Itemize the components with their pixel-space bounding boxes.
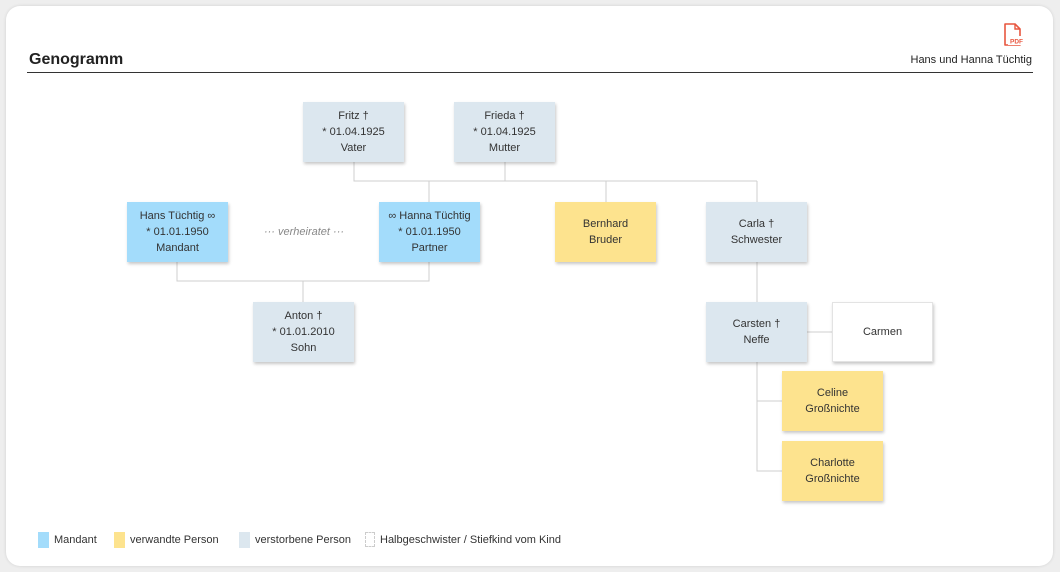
- person-relation: Mandant: [156, 242, 199, 254]
- title-divider: [27, 72, 1033, 73]
- legend-item-half: Halbgeschwister / Stiefkind vom Kind: [365, 532, 561, 547]
- marriage-label: ··· verheiratet ···: [263, 226, 345, 238]
- person-birthdate: * 01.04.1925: [473, 126, 536, 138]
- person-name: Carmen: [862, 326, 903, 338]
- legend-label: verwandte Person: [130, 534, 219, 546]
- legend-item-related: verwandte Person: [114, 532, 219, 548]
- person-relation: Neffe: [743, 334, 770, 346]
- person-birthdate: * 01.04.1925: [322, 126, 385, 138]
- person-name: Fritz †: [338, 110, 369, 122]
- person-relation: Schwester: [730, 234, 783, 246]
- person-name: Charlotte: [810, 457, 855, 469]
- person-birthdate: * 01.01.1950: [146, 226, 209, 238]
- legend-swatch-related: [114, 532, 125, 548]
- person-charlotte[interactable]: Charlotte Großnichte: [782, 441, 883, 501]
- pdf-file-icon: PDF: [1004, 23, 1025, 46]
- person-frieda[interactable]: Frieda † * 01.04.1925 Mutter: [454, 102, 555, 162]
- person-relation: Großnichte: [805, 473, 860, 485]
- page-title: Genogramm: [29, 51, 124, 68]
- legend-label: Mandant: [54, 534, 97, 546]
- person-name: Hans Tüchtig ∞: [139, 210, 216, 222]
- person-birthdate: * 01.01.1950: [398, 226, 461, 238]
- couple-bar: [176, 262, 430, 282]
- person-bernhard[interactable]: Bernhard Bruder: [555, 202, 656, 262]
- person-hanna[interactable]: ∞ Hanna Tüchtig * 01.01.1950 Partner: [379, 202, 480, 262]
- legend-item-deceased: verstorbene Person: [239, 532, 351, 548]
- person-name: Celine: [816, 387, 849, 399]
- person-relation: Vater: [340, 142, 367, 154]
- client-name: Hans und Hanna Tüchtig: [910, 54, 1033, 66]
- person-celine[interactable]: Celine Großnichte: [782, 371, 883, 431]
- link-grandnieces: [756, 362, 782, 472]
- person-name: Anton †: [284, 310, 323, 322]
- parents-bar: [353, 162, 506, 182]
- person-name: ∞ Hanna Tüchtig: [388, 210, 471, 222]
- person-carmen[interactable]: Carmen: [832, 302, 933, 362]
- person-hans[interactable]: Hans Tüchtig ∞ * 01.01.1950 Mandant: [127, 202, 228, 262]
- legend-swatch-mandant: [38, 532, 49, 548]
- person-anton[interactable]: Anton † * 01.01.2010 Sohn: [253, 302, 354, 362]
- person-birthdate: * 01.01.2010: [272, 326, 335, 338]
- legend-label: Halbgeschwister / Stiefkind vom Kind: [380, 533, 561, 546]
- pdf-export-button[interactable]: PDF: [1003, 23, 1025, 47]
- person-name: Frieda †: [484, 110, 525, 122]
- person-carsten[interactable]: Carsten † Neffe: [706, 302, 807, 362]
- person-carla[interactable]: Carla † Schwester: [706, 202, 807, 262]
- person-relation: Bruder: [588, 234, 623, 246]
- person-relation: Mutter: [488, 142, 521, 154]
- legend-label: verstorbene Person: [255, 534, 351, 546]
- person-name: Carla †: [738, 218, 775, 230]
- person-relation: Partner: [411, 242, 448, 254]
- person-fritz[interactable]: Fritz † * 01.04.1925 Vater: [303, 102, 404, 162]
- pdf-label: PDF: [1010, 39, 1023, 46]
- legend-swatch-half: [365, 532, 375, 547]
- legend-item-mandant: Mandant: [38, 532, 97, 548]
- person-relation: Sohn: [290, 342, 317, 354]
- person-relation: Großnichte: [805, 403, 860, 415]
- legend-swatch-deceased: [239, 532, 250, 548]
- person-name: Bernhard: [582, 218, 629, 230]
- person-name: Carsten †: [732, 318, 781, 330]
